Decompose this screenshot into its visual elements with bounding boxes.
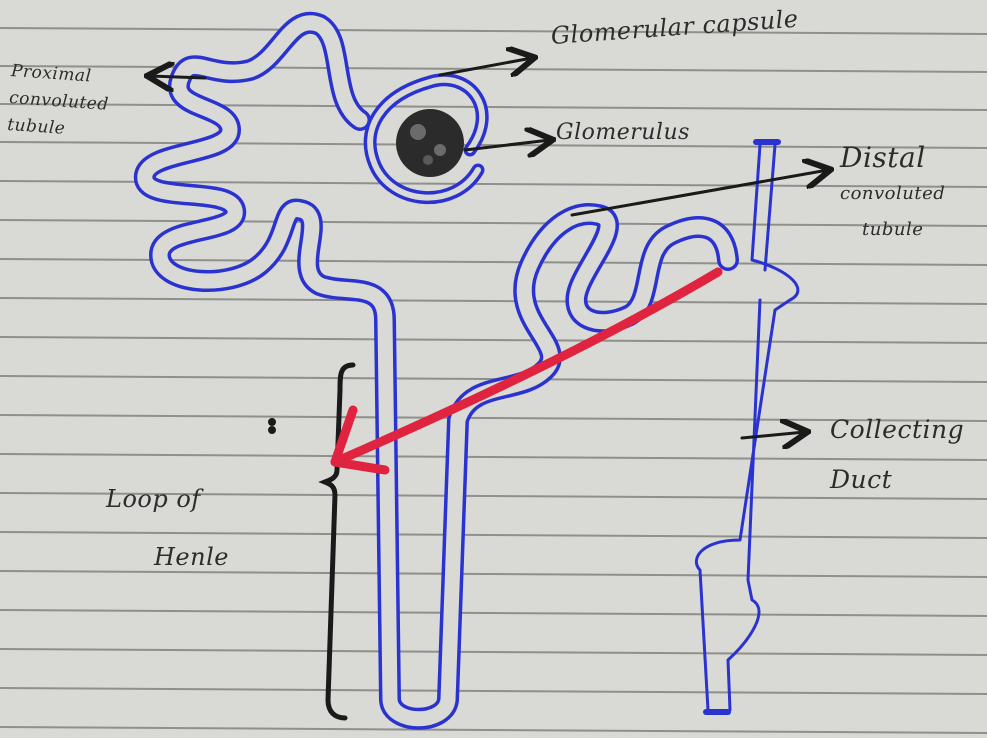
arrow-to-distal-tubule [572, 170, 828, 215]
glomerulus [396, 109, 464, 177]
label-distal-convoluted-tubule: Distal convoluted tubule [840, 140, 945, 248]
label-collecting-duct: Collecting Duct [830, 405, 964, 505]
label-proximal-convoluted-tubule: Proximal convoluted tubule [6, 58, 111, 146]
arrow-to-glomerular-capsule [440, 58, 532, 75]
loop-of-henle-bracket [271, 365, 354, 718]
arrow-to-collecting-duct [742, 432, 805, 438]
arrow-to-proximal-tubule [150, 76, 205, 78]
label-loop-of-henle: Loop of Henle [106, 470, 229, 586]
label-glomerulus: Glomerulus [556, 120, 690, 145]
